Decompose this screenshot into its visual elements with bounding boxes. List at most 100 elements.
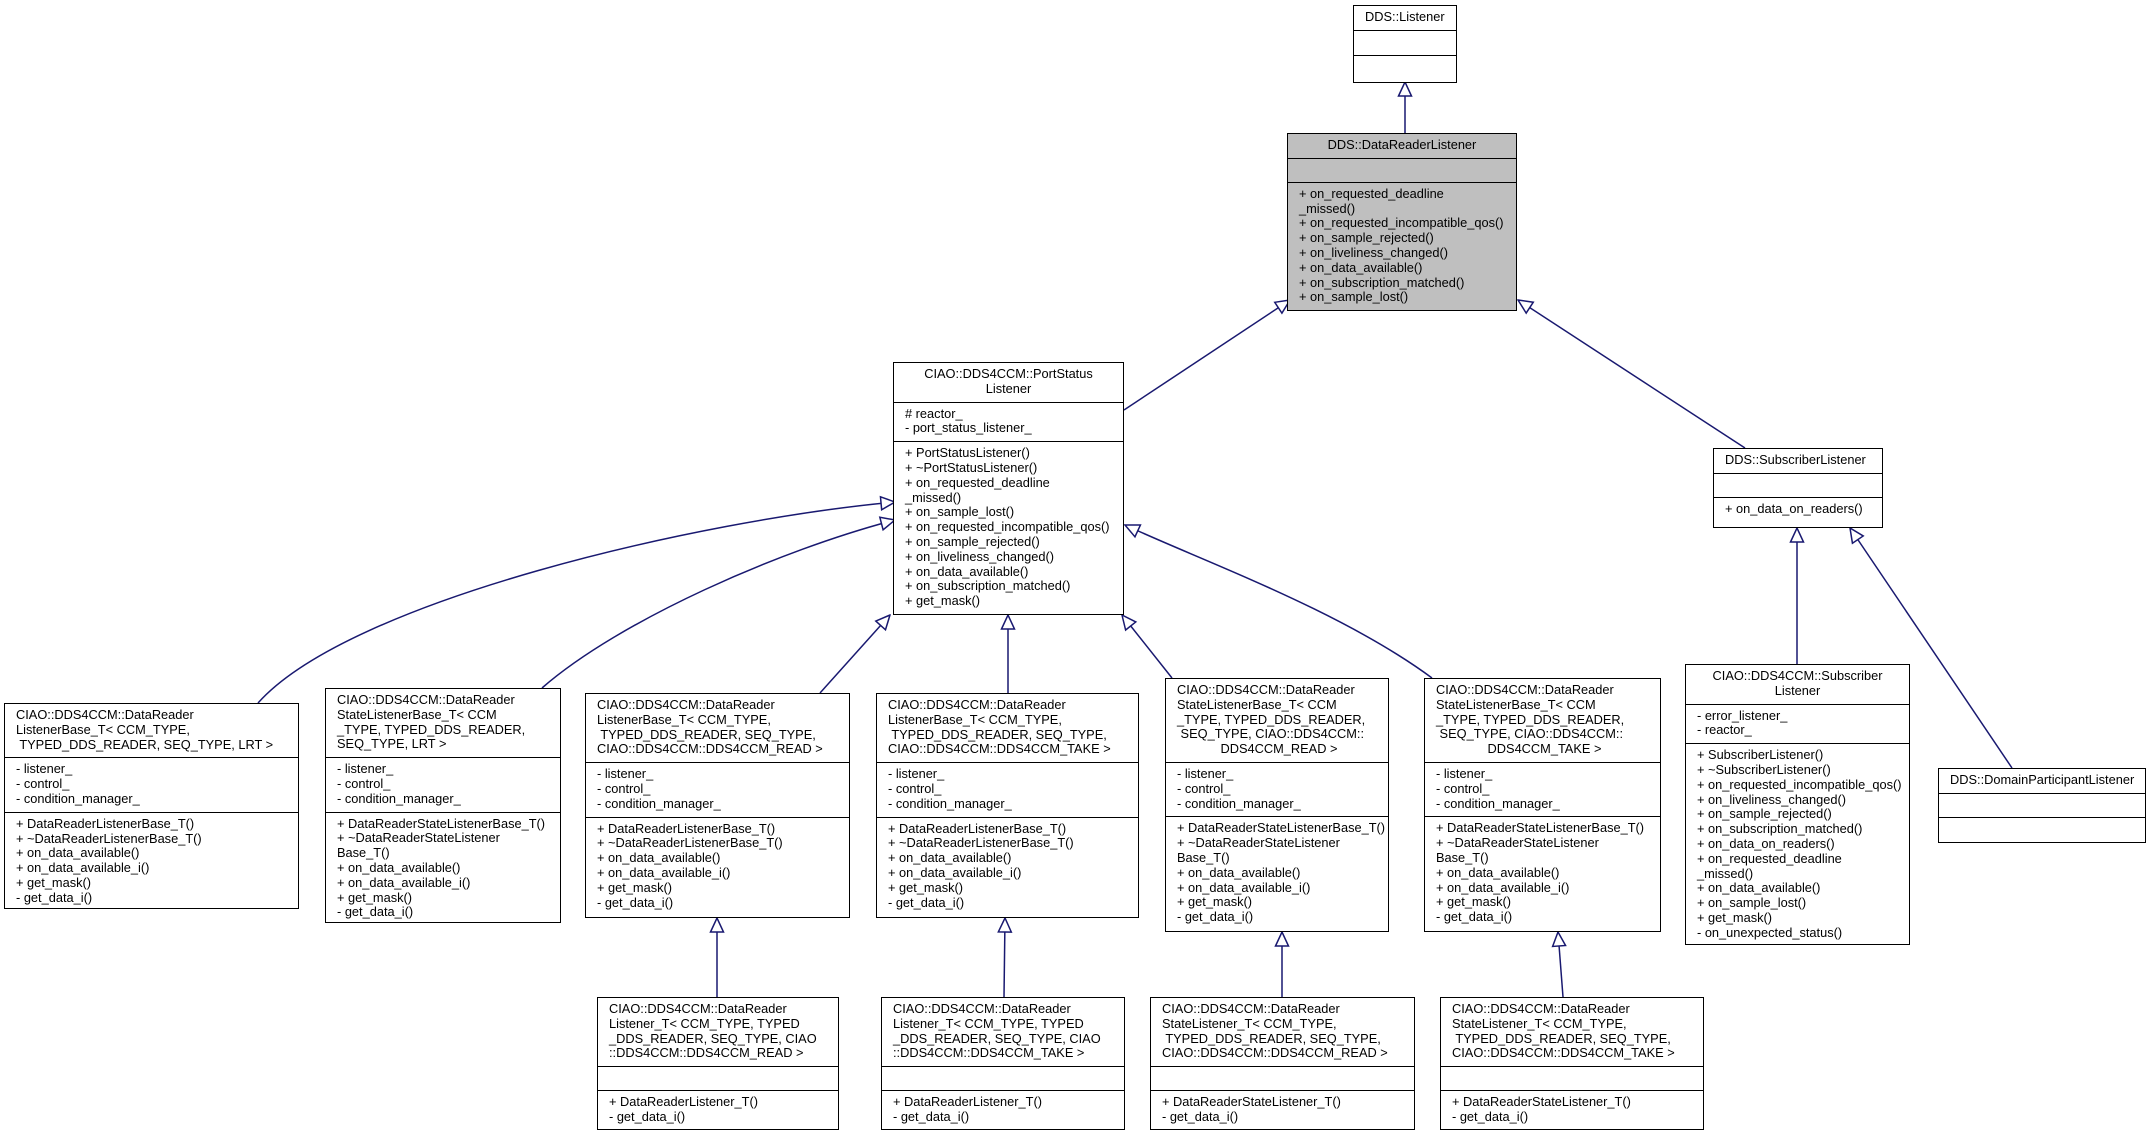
class-datareaderstatelistener-take[interactable]: CIAO::DDS4CCM::DataReader StateListener_… [1440,997,1704,1130]
attribute-item: - condition_manager_ [1177,795,1301,811]
attribute-item: - control_ [1436,780,1490,796]
methods-section: + DataReaderStateListenerBase_T() + ~Dat… [1166,816,1388,930]
method-item: + DataReaderStateListener_T() [1162,1094,1341,1110]
attribute-item: - control_ [888,780,942,796]
title-line: SEQ_TYPE, CIAO::DDS4CCM:: [1177,726,1365,742]
attribute-item: - port_status_listener_ [905,420,1032,436]
method-item: + on_sample_rejected() [1697,806,1832,822]
method-item: + get_mask() [905,593,981,609]
edge-portstatuslistener-to-datareaderlistener [1123,300,1290,411]
class-portstatuslistener[interactable]: CIAO::DDS4CCM::PortStatus Listener # rea… [893,362,1124,615]
method-item: + DataReaderStateListener_T() [1452,1094,1631,1110]
method-item: + on_data_available_i() [1436,879,1570,895]
attribute-item: - listener_ [888,766,945,782]
methods-section: + SubscriberListener() + ~SubscriberList… [1686,743,1909,945]
class-datareaderlistenerbase-take[interactable]: CIAO::DDS4CCM::DataReader ListenerBase_T… [876,693,1139,918]
class-datareaderstatelistenerbase-read[interactable]: CIAO::DDS4CCM::DataReader StateListenerB… [1165,678,1389,932]
attributes-section [1354,29,1456,55]
title-line: ListenerBase_T< CCM_TYPE, [16,721,190,737]
title-line: StateListener_T< CCM_TYPE, [1162,1015,1337,1031]
method-item: + DataReaderListener_T() [609,1094,759,1110]
method-item: + on_requested_deadline [1697,850,1842,866]
class-dds-domainparticipantlistener[interactable]: DDS::DomainParticipantListener [1938,768,2146,843]
class-ciao-subscriberlistener[interactable]: CIAO::DDS4CCM::Subscriber Listener - err… [1685,664,1910,945]
method-item: - get_data_i() [1436,909,1513,925]
title-line: CIAO::DDS4CCM::DDS4CCM_READ > [1162,1045,1388,1061]
attributes-section: - listener_ - control_ - condition_manag… [1425,761,1660,816]
title-line: CIAO::DDS4CCM::DataReader [609,1001,787,1016]
title-line: Listener_T< CCM_TYPE, TYPED [609,1015,800,1031]
method-item: + on_data_available_i() [16,860,150,876]
methods-section [1939,816,2145,841]
class-datareaderstatelistenerbase-lrt[interactable]: CIAO::DDS4CCM::DataReader StateListenerB… [325,688,561,923]
title-line: CIAO::DDS4CCM::DataReader [1436,682,1614,697]
title-line: _DDS_READER, SEQ_TYPE, CIAO [893,1030,1101,1046]
class-datareaderstatelistenerbase-take[interactable]: CIAO::DDS4CCM::DataReader StateListenerB… [1424,678,1661,932]
method-item: + on_data_available_i() [337,874,471,890]
title-line: StateListenerBase_T< CCM [1436,696,1596,712]
title-line: DDS::Listener [1365,9,1445,24]
method-item: - get_data_i() [1452,1108,1529,1124]
class-title: CIAO::DDS4CCM::DataReader StateListener_… [1151,998,1414,1066]
method-item: + ~DataReaderListenerBase_T() [16,830,202,846]
title-line: _DDS_READER, SEQ_TYPE, CIAO [609,1030,817,1046]
edge-subscriberlistener-to-datareaderlistener [1518,300,1746,449]
class-title: CIAO::DDS4CCM::DataReader ListenerBase_T… [586,694,849,762]
title-line: TYPED_DDS_READER, SEQ_TYPE, [1162,1030,1381,1046]
attributes-section [1441,1066,1703,1090]
class-dds-datareaderlistener[interactable]: DDS::DataReaderListener + on_requested_d… [1287,133,1517,311]
title-line: CIAO::DDS4CCM::PortStatus [924,366,1093,381]
method-item: + on_requested_deadline [1299,185,1444,201]
title-line: CIAO::DDS4CCM::DataReader [1177,682,1355,697]
class-title: CIAO::DDS4CCM::DataReader ListenerBase_T… [877,694,1138,762]
title-line: CIAO::DDS4CCM::DDS4CCM_TAKE > [1452,1045,1675,1061]
class-datareaderlistenerbase-read[interactable]: CIAO::DDS4CCM::DataReader ListenerBase_T… [585,693,850,918]
class-datareaderstatelistener-read[interactable]: CIAO::DDS4CCM::DataReader StateListener_… [1150,997,1415,1130]
method-item: + PortStatusListener() [905,445,1030,461]
class-title: CIAO::DDS4CCM::DataReader StateListenerB… [326,689,560,757]
method-item: + on_liveliness_changed() [1299,244,1449,260]
title-line: TYPED_DDS_READER, SEQ_TYPE, [597,726,816,742]
class-datareaderlistener-take[interactable]: CIAO::DDS4CCM::DataReader Listener_T< CC… [881,997,1125,1130]
title-line: CIAO::DDS4CCM::DDS4CCM_TAKE > [888,741,1111,757]
method-item: - on_unexpected_status() [1697,924,1843,940]
edge-domainparticipantlistener-to-subscriberlistener [1850,528,2013,769]
title-line: ::DDS4CCM::DDS4CCM_READ > [609,1045,804,1061]
attribute-item: - listener_ [597,766,654,782]
class-title: DDS::DataReaderListener [1288,134,1516,158]
method-item: + on_sample_lost() [1299,289,1409,305]
method-item: + on_data_available() [1177,864,1301,880]
method-item: + on_data_available() [597,850,721,866]
title-line: Listener [1774,682,1821,698]
title-line: _TYPE, TYPED_DDS_READER, [1177,711,1366,727]
attributes-section: - error_listener_ - reactor_ [1686,703,1909,744]
method-item: + SubscriberListener() [1697,747,1824,763]
class-dds-listener[interactable]: DDS::Listener [1353,5,1457,83]
method-item: + on_subscription_matched() [905,578,1071,594]
method-item: + on_subscription_matched() [1299,274,1465,290]
method-item: + on_data_available_i() [597,864,731,880]
method-item: + on_data_available() [337,859,461,875]
class-title: CIAO::DDS4CCM::DataReader Listener_T< CC… [882,998,1124,1066]
method-item: _missed() [1697,865,1754,881]
method-item: Base_T() [1436,849,1489,865]
method-item: + ~DataReaderListenerBase_T() [888,835,1074,851]
attributes-section [1714,472,1882,497]
title-line: CIAO::DDS4CCM::DataReader [16,707,194,722]
methods-section: + DataReaderStateListener_T() - get_data… [1151,1090,1414,1130]
attributes-section: - listener_ - control_ - condition_manag… [1166,761,1388,816]
attributes-section [598,1066,838,1090]
method-item: + on_sample_rejected() [1299,230,1434,246]
class-title: CIAO::DDS4CCM::DataReader ListenerBase_T… [5,704,298,757]
attributes-section [1288,157,1516,182]
class-title: DDS::SubscriberListener [1714,449,1882,473]
title-line: DDS4CCM_TAKE > [1487,741,1602,757]
method-item: + DataReaderStateListenerBase_T() [1436,820,1645,836]
method-item: + on_data_available() [1299,259,1423,275]
class-datareaderlistener-read[interactable]: CIAO::DDS4CCM::DataReader Listener_T< CC… [597,997,839,1130]
class-datareaderlistenerbase-lrt[interactable]: CIAO::DDS4CCM::DataReader ListenerBase_T… [4,703,299,909]
method-item: + on_data_on_readers() [1697,835,1835,851]
class-dds-subscriberlistener[interactable]: DDS::SubscriberListener + on_data_on_rea… [1713,448,1883,528]
method-item: + on_liveliness_changed() [1697,791,1847,807]
